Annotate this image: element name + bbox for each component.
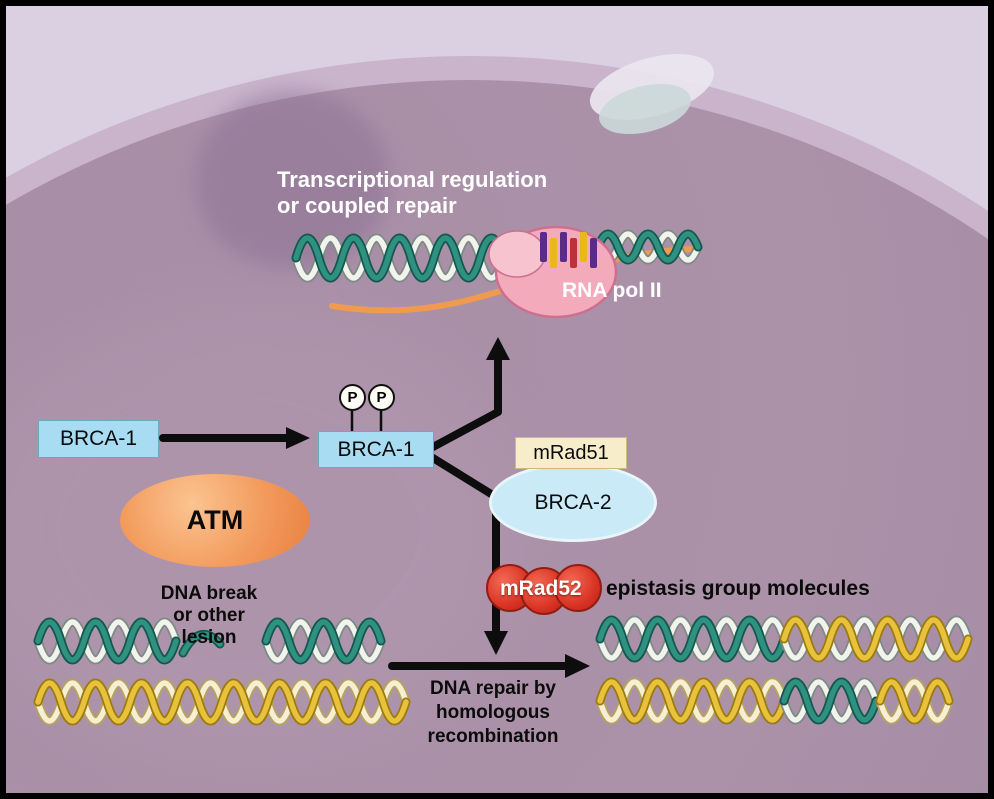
dna-repair-line3: recombination bbox=[427, 726, 559, 747]
atm-ellipse: ATM bbox=[120, 474, 310, 567]
transcription-line2: or coupled repair bbox=[277, 192, 457, 218]
brca1-left-box: BRCA-1 bbox=[38, 420, 159, 458]
rna-pol-ii-label: RNA pol II bbox=[562, 279, 662, 302]
transcription-line1: Transcriptional regulation bbox=[277, 167, 548, 192]
dna-repair-line2: homologous bbox=[436, 702, 550, 723]
mrad52-label: mRad52 bbox=[500, 577, 582, 600]
mrad52-circle-3 bbox=[554, 564, 602, 612]
phospho-p-circle-1: P bbox=[339, 384, 366, 411]
dna-break-line2: or other bbox=[173, 605, 245, 626]
dna-break-line1: DNA break bbox=[160, 583, 258, 604]
dna-repair-label: DNA repair by homologous recombination bbox=[407, 677, 579, 749]
epistasis-label: epistasis group molecules bbox=[606, 577, 870, 600]
mrad51-box: mRad51 bbox=[515, 437, 627, 469]
dna-break-label: DNA break or other lesion bbox=[138, 583, 280, 649]
transcription-label: Transcriptional regulation or coupled re… bbox=[277, 167, 547, 218]
dna-repair-line1: DNA repair by bbox=[430, 678, 556, 699]
dna-break-line3: lesion bbox=[181, 627, 237, 648]
phospho-p-circle-2: P bbox=[368, 384, 395, 411]
brca1-phosphorylated-box: BRCA-1 bbox=[318, 431, 434, 468]
brca2-ellipse: BRCA-2 bbox=[489, 463, 657, 542]
